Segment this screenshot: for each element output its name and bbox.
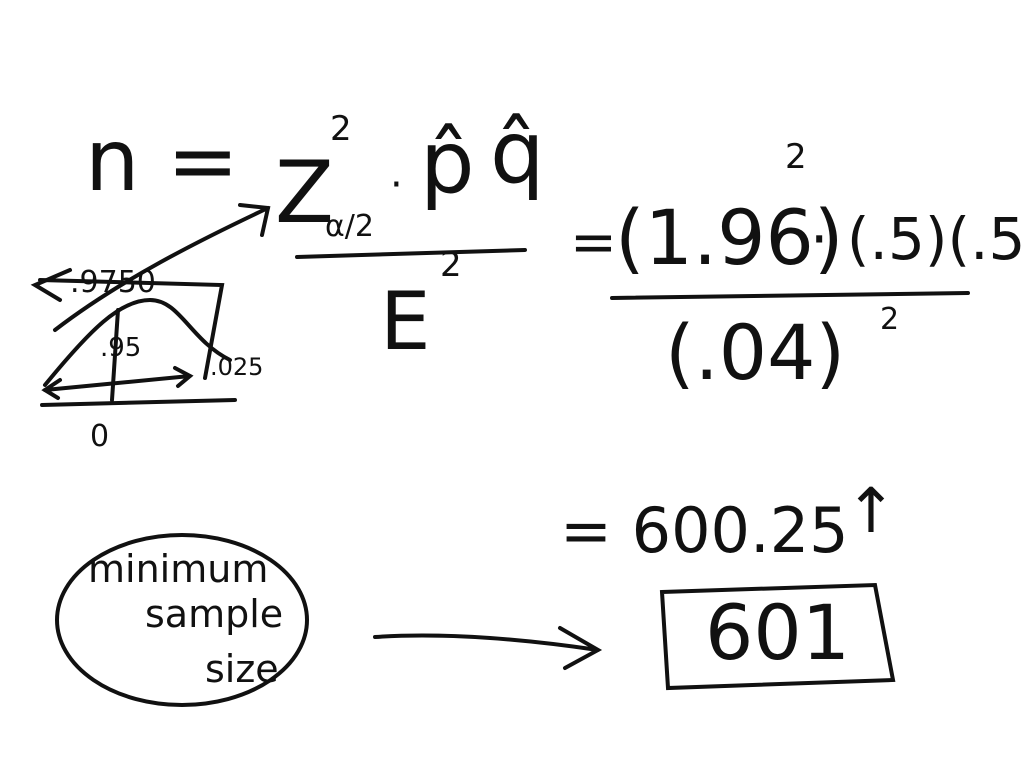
- answer-value: 601: [705, 588, 851, 677]
- note-ellipse: [55, 533, 309, 707]
- formula-dot: ·: [390, 162, 403, 208]
- result-value: = 600.25: [560, 494, 849, 567]
- sketch-left-area: .9750: [70, 265, 156, 300]
- note-line-1: minimum: [88, 547, 269, 591]
- formula-q-hat: q̂: [490, 103, 545, 203]
- double-arrow: [41, 366, 194, 400]
- normal-curve: [43, 297, 232, 387]
- substitution-numerator: (1.96): [615, 193, 844, 282]
- sketch-center-area: .95: [100, 333, 142, 363]
- center-line: [110, 308, 120, 402]
- sketch-center-label: 0: [90, 419, 110, 454]
- note-line-2: sample: [145, 592, 284, 636]
- answer-box: [659, 582, 896, 691]
- up-arrow-icon: ↑: [845, 474, 897, 547]
- arrow-to-answer: [373, 626, 603, 670]
- formula-lhs: n =: [85, 111, 239, 211]
- formula-p-hat: p̂: [420, 113, 475, 213]
- note-line-3: size: [205, 647, 279, 691]
- substitution-rest: · (.5)(.5): [810, 205, 1024, 273]
- substitution-equals: =: [570, 210, 617, 275]
- left-arrow: [30, 268, 72, 302]
- sketch-right-tail: .025: [210, 353, 264, 381]
- arrow-to-z: [53, 203, 271, 332]
- substitution-num-exponent: 2: [785, 137, 807, 177]
- diagram-box: [38, 278, 225, 380]
- formula-z-subscript: α/2: [325, 209, 374, 244]
- formula-z: Z: [275, 143, 334, 243]
- substitution-fraction-bar: [610, 291, 970, 300]
- formula-denominator: E: [380, 275, 431, 368]
- axis-line: [40, 398, 237, 407]
- formula-fraction-bar: [295, 248, 527, 259]
- substitution-den-exponent: 2: [880, 302, 900, 337]
- formula-den-exponent: 2: [440, 245, 462, 285]
- substitution-denominator: (.04): [665, 308, 846, 397]
- formula-z-exponent: 2: [330, 109, 352, 149]
